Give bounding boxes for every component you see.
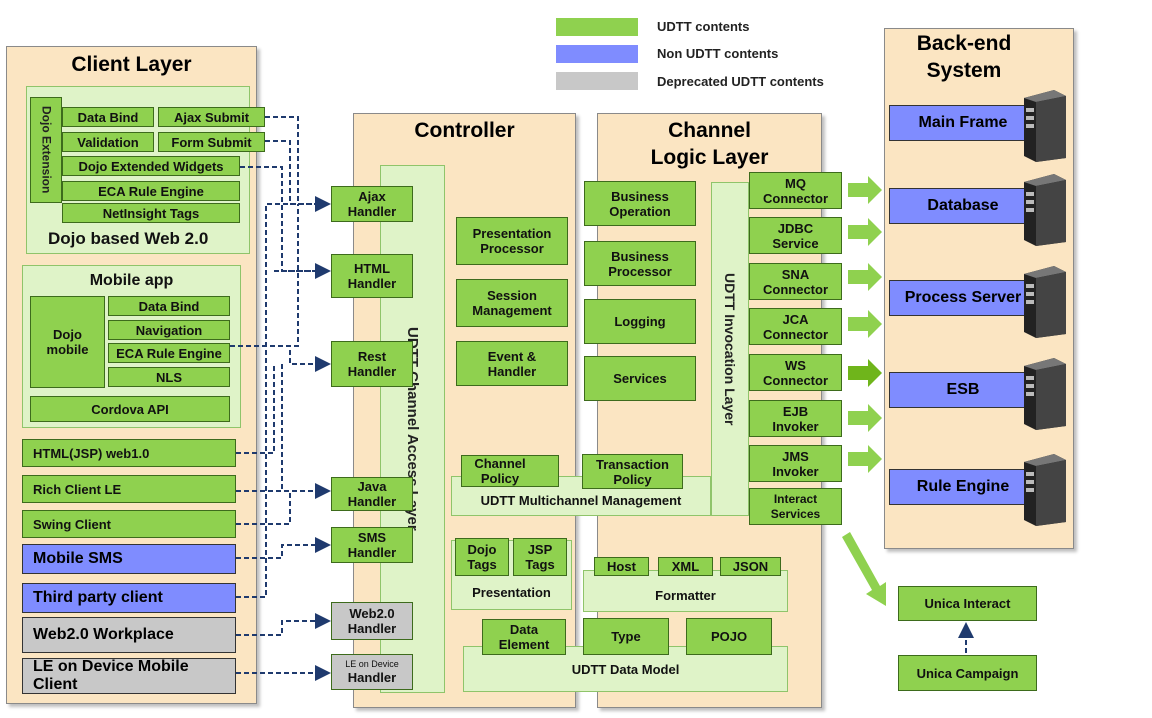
- backend-title-line1: Back-end: [916, 32, 1012, 55]
- legend-deprecated-swatch: [556, 72, 638, 90]
- rich-client-le: Rich Client LE: [22, 475, 236, 503]
- form-submit-box: Form Submit: [158, 132, 265, 152]
- main-frame-box: Main Frame: [889, 105, 1037, 141]
- nls-box: NLS: [108, 367, 230, 387]
- le-device-handler-label: Handler: [347, 670, 397, 685]
- le-device-client: LE on Device Mobile Client: [22, 658, 236, 694]
- third-party-client: Third party client: [22, 583, 236, 613]
- session-management-box: Session Management: [456, 279, 568, 327]
- business-operation-box: Business Operation: [584, 181, 696, 226]
- validation-box: Validation: [62, 132, 154, 152]
- transaction-policy-box: Transaction Policy: [582, 454, 683, 489]
- ajax-submit-box: Ajax Submit: [158, 107, 265, 127]
- controller-title: Controller: [414, 119, 515, 142]
- mobile-sms-client: Mobile SMS: [22, 544, 236, 574]
- java-handler-box: Java Handler: [331, 477, 413, 511]
- esb-box: ESB: [889, 372, 1037, 408]
- client-layer-title: Client Layer: [71, 53, 192, 76]
- process-server-box: Process Server: [889, 280, 1037, 316]
- server-icon: [1024, 90, 1066, 162]
- unica-interact-box: Unica Interact: [898, 586, 1037, 621]
- mobile-eca-box: ECA Rule Engine: [108, 343, 230, 363]
- legend-non-udtt-label: Non UDTT contents: [657, 46, 779, 61]
- presentation-processor-box: Presentation Processor: [456, 217, 568, 265]
- pojo-box: POJO: [686, 618, 772, 655]
- swing-client: Swing Client: [22, 510, 236, 538]
- invocation-layer: UDTT Invocation Layer: [711, 182, 749, 516]
- data-element-box: Data Element: [482, 619, 566, 655]
- legend-udtt-swatch: [556, 18, 638, 36]
- json-box: JSON: [720, 557, 781, 576]
- unica-campaign-box: Unica Campaign: [898, 655, 1037, 691]
- legend-non-udtt-swatch: [556, 45, 638, 63]
- mobile-app-title: Mobile app: [89, 272, 174, 289]
- logging-box: Logging: [584, 299, 696, 344]
- netinsight-tags-box: NetInsight Tags: [62, 203, 240, 223]
- server-icon: [1024, 358, 1066, 430]
- event-handler-box: Event & Handler: [456, 341, 568, 386]
- ws-connector-box: WS Connector: [749, 354, 842, 391]
- dojo-extension-box: Dojo Extension: [30, 97, 62, 203]
- jms-invoker-box: JMS Invoker: [749, 445, 842, 482]
- multichannel-management-label: UDTT Multichannel Management: [480, 493, 682, 508]
- web20-handler-box: Web2.0 Handler: [331, 602, 413, 640]
- channel-policy-box: Channel Policy: [461, 455, 559, 487]
- jca-connector-box: JCA Connector: [749, 308, 842, 345]
- jdbc-service-box: JDBC Service: [749, 217, 842, 254]
- server-icon: [1024, 266, 1066, 338]
- legend-deprecated-label: Deprecated UDTT contents: [657, 74, 824, 89]
- html-handler-box: HTML Handler: [331, 254, 413, 298]
- rule-engine-box: Rule Engine: [889, 469, 1037, 505]
- channel-logic-title-line2: Logic Layer: [650, 146, 769, 169]
- eca-rule-engine-box: ECA Rule Engine: [62, 181, 240, 201]
- data-model-label: UDTT Data Model: [571, 662, 680, 677]
- ajax-handler-box: Ajax Handler: [331, 186, 413, 222]
- le-device-handler-small: LE on Device: [345, 659, 399, 669]
- dojo-mobile-box: Dojo mobile: [30, 296, 105, 388]
- xml-box: XML: [658, 557, 713, 576]
- dojo-web-title: Dojo based Web 2.0: [48, 229, 209, 248]
- sna-connector-box: SNA Connector: [749, 263, 842, 300]
- mobile-data-bind-box: Data Bind: [108, 296, 230, 316]
- sms-handler-box: SMS Handler: [331, 527, 413, 563]
- formatter-group: [583, 570, 788, 612]
- dojo-extended-widgets-box: Dojo Extended Widgets: [62, 156, 240, 176]
- dojo-tags-box: Dojo Tags: [455, 538, 509, 576]
- green-arrows: [848, 176, 882, 473]
- business-processor-box: Business Processor: [584, 241, 696, 286]
- data-bind-box: Data Bind: [62, 107, 154, 127]
- dashed-connectors: [230, 116, 974, 681]
- diagonal-arrow: [842, 532, 886, 606]
- type-box: Type: [583, 618, 669, 655]
- legend-udtt-label: UDTT contents: [657, 19, 750, 34]
- host-box: Host: [594, 557, 649, 576]
- web20-workplace-client: Web2.0 Workplace: [22, 617, 236, 653]
- server-icon: [1024, 454, 1066, 526]
- le-device-handler-box: LE on Device Handler: [331, 654, 413, 690]
- channel-logic-title-line1: Channel: [668, 119, 751, 142]
- ejb-invoker-box: EJB Invoker: [749, 400, 842, 437]
- backend-title-line2: System: [926, 59, 1002, 82]
- navigation-box: Navigation: [108, 320, 230, 340]
- formatter-label: Formatter: [655, 588, 716, 603]
- jsp-tags-box: JSP Tags: [513, 538, 567, 576]
- cordova-api-box: Cordova API: [30, 396, 230, 422]
- mq-connector-box: MQ Connector: [749, 172, 842, 209]
- services-box: Services: [584, 356, 696, 401]
- server-icon: [1024, 174, 1066, 246]
- html-jsp-client: HTML(JSP) web1.0: [22, 439, 236, 467]
- database-box: Database: [889, 188, 1037, 224]
- interact-services-box: Interact Services: [749, 488, 842, 525]
- rest-handler-box: Rest Handler: [331, 341, 413, 387]
- presentation-label: Presentation: [472, 585, 551, 600]
